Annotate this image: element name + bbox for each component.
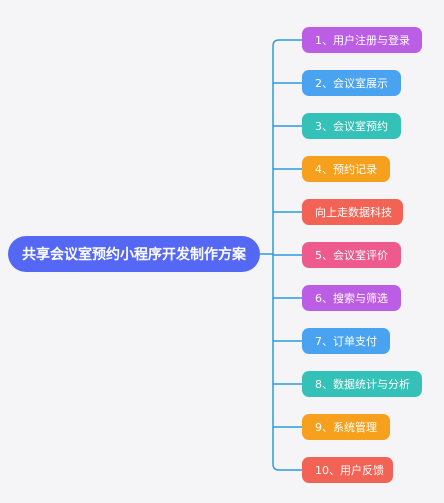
branch-company-label[interactable]: 向上走数据科技 (302, 199, 403, 225)
branch-connector-line (272, 463, 302, 471)
branch-meeting-room-display[interactable]: 2、会议室展示 (302, 70, 401, 96)
branch-booking-records[interactable]: 4、预约记录 (302, 156, 390, 182)
branch-user-feedback[interactable]: 10、用户反馈 (302, 457, 393, 483)
branch-meeting-room-review[interactable]: 5、会议室评价 (302, 242, 401, 268)
branch-order-payment[interactable]: 7、订单支付 (302, 328, 390, 354)
branch-system-management[interactable]: 9、系统管理 (302, 414, 390, 440)
root-topic[interactable]: 共享会议室预约小程序开发制作方案 (8, 236, 260, 272)
branch-meeting-room-booking[interactable]: 3、会议室预约 (302, 113, 401, 139)
branch-data-statistics[interactable]: 8、数据统计与分析 (302, 371, 422, 397)
branch-connector-line (272, 39, 302, 47)
branch-user-registration-login[interactable]: 1、用户注册与登录 (302, 27, 422, 53)
branch-search-filter[interactable]: 6、搜索与筛选 (302, 285, 401, 311)
